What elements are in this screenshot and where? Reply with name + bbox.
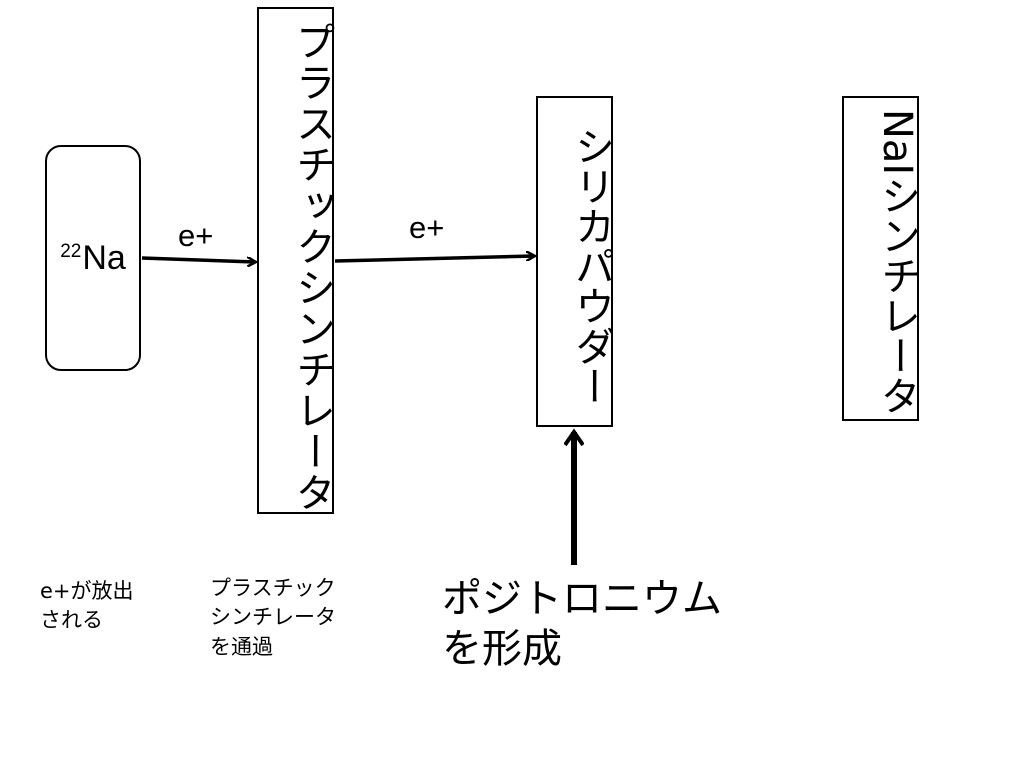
caption-positronium-formation: ポジトロニウム を形成 bbox=[442, 574, 722, 674]
caption-emission-line-1: e+が放出 bbox=[40, 579, 134, 603]
caption-pass-line-3: を通過 bbox=[210, 634, 273, 659]
element-symbol: Na bbox=[82, 238, 126, 277]
mass-number: 22 bbox=[60, 240, 82, 262]
positron-label-2: e+ bbox=[409, 210, 445, 245]
arrow-plastic-to-silica bbox=[334, 256, 534, 263]
caption-formation-line-1: ポジトロニウム bbox=[442, 576, 722, 622]
caption-emission: e+が放出 される bbox=[40, 577, 134, 636]
caption-pass-through: プラスチック シンチレータ を通過 bbox=[210, 574, 336, 662]
nai-scintillator-box: NaIシンチレータ bbox=[842, 96, 920, 421]
silica-powder-label: シリカパウダー bbox=[568, 125, 614, 406]
nai-scintillator-label: NaIシンチレータ bbox=[874, 109, 920, 416]
caption-pass-line-1: プラスチック bbox=[210, 576, 336, 600]
caption-pass-line-2: シンチレータ bbox=[210, 605, 336, 630]
caption-formation-line-2: を形成 bbox=[442, 626, 562, 672]
positron-label-1: e+ bbox=[178, 218, 214, 253]
nai-prefix: NaI bbox=[874, 109, 920, 176]
arrow-source-to-plastic bbox=[141, 256, 255, 262]
caption-emission-line-2: される bbox=[40, 608, 103, 633]
nai-suffix: シンチレータ bbox=[874, 175, 920, 416]
silica-powder-box: シリカパウダー bbox=[536, 96, 614, 427]
plastic-scintillator-label: プラスチックシンチレータ bbox=[289, 20, 335, 513]
plastic-scintillator-box: プラスチックシンチレータ bbox=[257, 7, 335, 514]
